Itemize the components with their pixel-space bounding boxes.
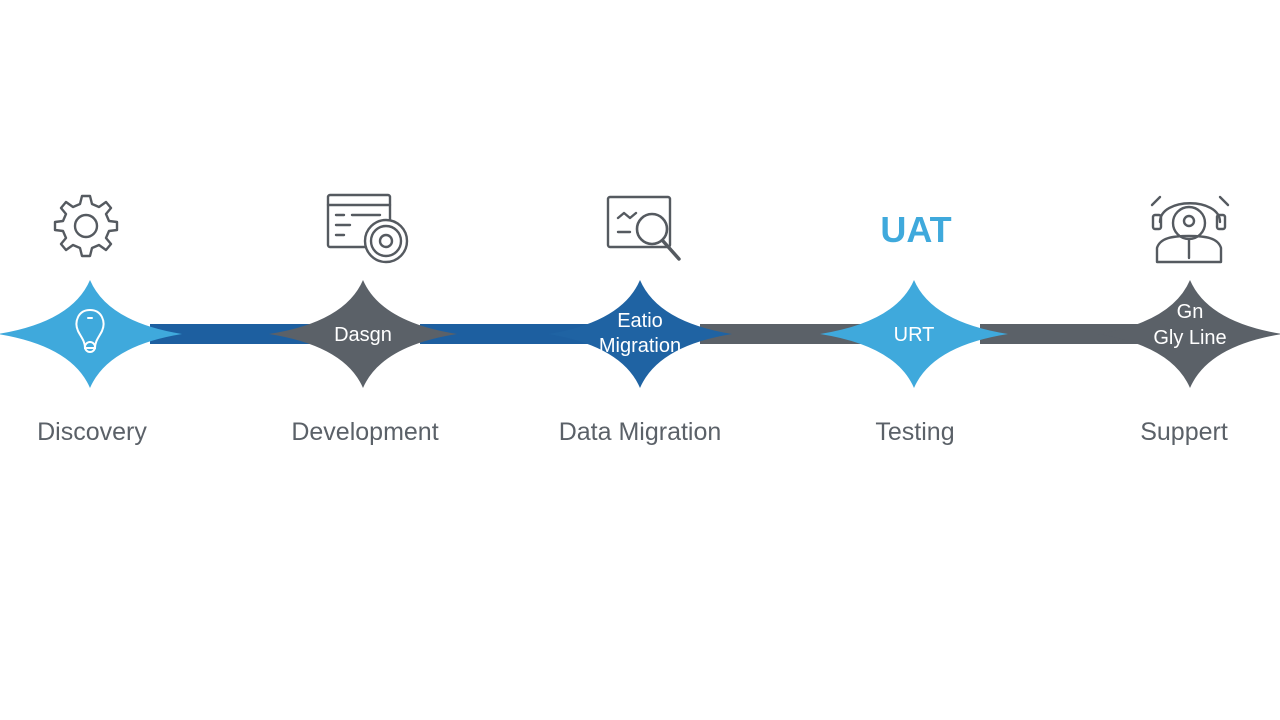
node-discovery[interactable] [0, 280, 182, 388]
node-data-migration[interactable] [548, 280, 732, 388]
node-support[interactable] [1098, 280, 1280, 388]
node-text-development-1: Dasgn [334, 324, 392, 346]
label-support: Suppert [1140, 418, 1228, 446]
browser-window-icon [326, 193, 409, 264]
node-development[interactable] [269, 280, 457, 388]
node-testing[interactable] [820, 280, 1008, 388]
node-text-support-1: Gn [1177, 301, 1204, 323]
gear-icon [53, 194, 119, 258]
label-discovery: Discovery [37, 418, 147, 446]
node-text-migration-1: Eatio [617, 310, 663, 332]
label-development: Development [291, 418, 438, 446]
node-text-testing-1: URT [894, 324, 935, 346]
node-text-migration-2: Migration [599, 335, 681, 357]
lightbulb-icon [75, 308, 105, 353]
uat-icon: UAT [880, 209, 951, 250]
label-data-migration: Data Migration [559, 418, 722, 446]
support-agent-icon [1150, 195, 1230, 264]
node-text-support-2: Gly Line [1153, 327, 1226, 349]
magnifier-screen-icon [606, 195, 681, 261]
label-testing: Testing [875, 418, 954, 446]
